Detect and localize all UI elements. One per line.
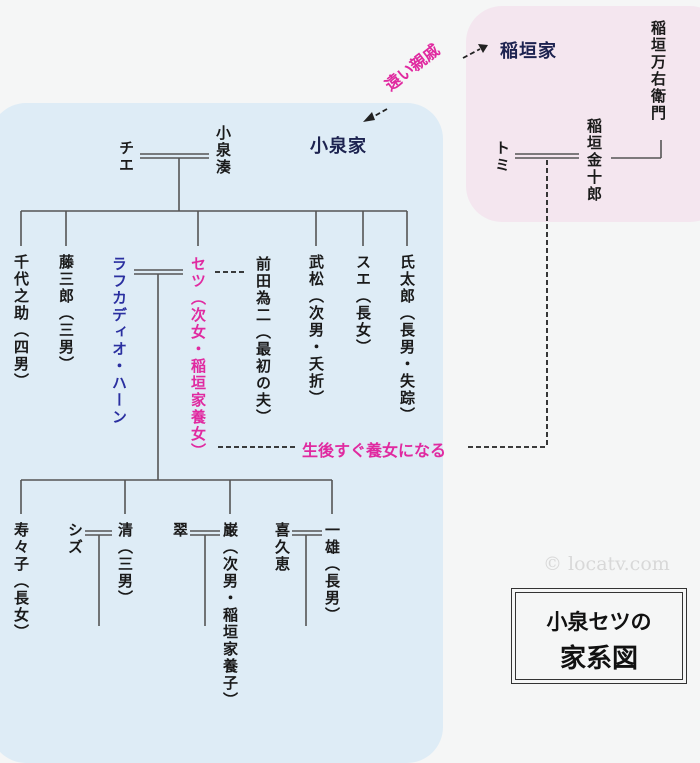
diagram-title-box: 小泉セツの 家系図 [511, 588, 687, 684]
title-line-1: 小泉セツの [546, 609, 652, 634]
person-kazuo: 一雄（長男） [323, 522, 341, 624]
person-takematsu: 武松（次男・夭折） [307, 254, 325, 407]
relation-arrow-right [462, 48, 481, 59]
person-ujitaro: 氏太郎（長男・失踪） [398, 254, 416, 424]
title-frame-inner [515, 592, 683, 680]
person-maeda-tameji: 前田為二（最初の夫） [254, 256, 272, 426]
person-tosaburo: 藤三郎（三男） [57, 254, 75, 373]
koizumi-family-region [0, 103, 443, 763]
person-koizumi-minato: 小泉湊 [214, 125, 232, 176]
person-chie: チエ [117, 140, 135, 174]
person-midori: 翠 [171, 522, 189, 539]
person-kiyoshi: 清（三男） [116, 522, 134, 607]
person-sue: スエ（長女） [354, 254, 372, 356]
person-lafcadio-hearn: ラフカディオ・ハーン [110, 256, 128, 426]
arrowhead-to-koizumi [363, 112, 375, 122]
person-kikue: 喜久恵 [273, 522, 291, 573]
title-line-2: 家系図 [559, 644, 638, 674]
person-suzuko: 寿々子（長女） [12, 522, 30, 641]
person-setsu: セツ（次女・稲垣家養女） [189, 256, 207, 460]
inagaki-family-title: 稲垣家 [500, 41, 557, 62]
person-inagaki-manemon: 稲垣万右衛門 [649, 20, 667, 122]
person-iwao: 巌（次男・稲垣家養子） [221, 522, 239, 709]
watermark: © locatv.com [543, 553, 670, 575]
person-chiyonosuke: 千代之助（四男） [12, 254, 30, 390]
person-tomi: トミ [493, 140, 511, 174]
relation-arrow-left [370, 108, 388, 119]
tree-lines [20, 44, 662, 626]
adoption-label: 生後すぐ養女になる [302, 441, 447, 460]
arrowhead-to-inagaki [478, 44, 488, 53]
title-frame-outer [511, 588, 687, 684]
inagaki-family-region [466, 6, 700, 222]
person-inagaki-kinjuro: 稲垣金十郎 [585, 118, 603, 203]
person-shizu: シズ [66, 522, 84, 556]
koizumi-family-title: 小泉家 [310, 136, 367, 157]
